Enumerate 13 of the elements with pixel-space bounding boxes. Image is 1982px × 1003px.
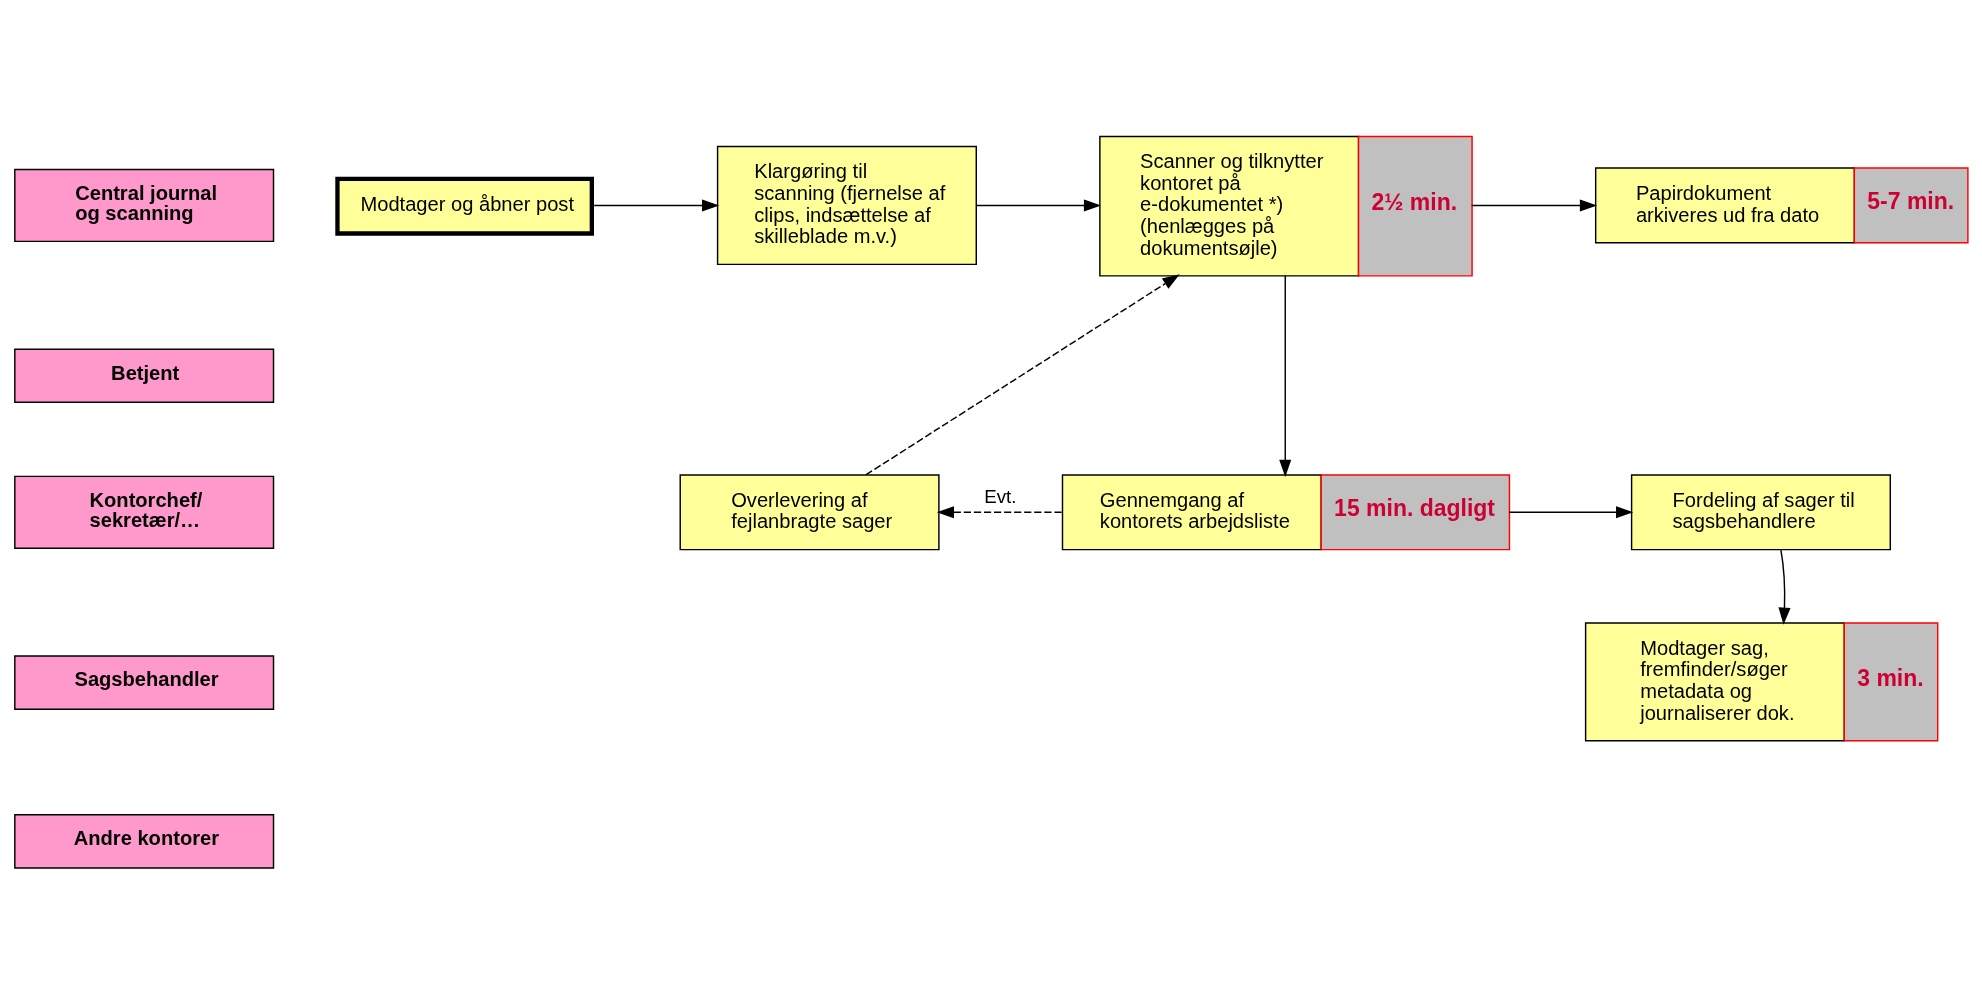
edge-label: Evt. — [984, 485, 1017, 507]
arrow — [1470, 199, 1598, 212]
node-label: 15 min. dagligt — [1334, 495, 1496, 522]
node-label: 5-7 min. — [1867, 188, 1955, 215]
node-label: 2½ min. — [1371, 189, 1458, 216]
arrow — [1508, 506, 1634, 519]
arrow — [936, 506, 1063, 519]
arrow — [593, 199, 720, 212]
arrow — [1778, 549, 1791, 625]
arrow — [865, 274, 1180, 476]
arrow — [975, 199, 1102, 212]
node-label: 3 min. — [1857, 664, 1924, 691]
arrow — [1279, 274, 1292, 477]
